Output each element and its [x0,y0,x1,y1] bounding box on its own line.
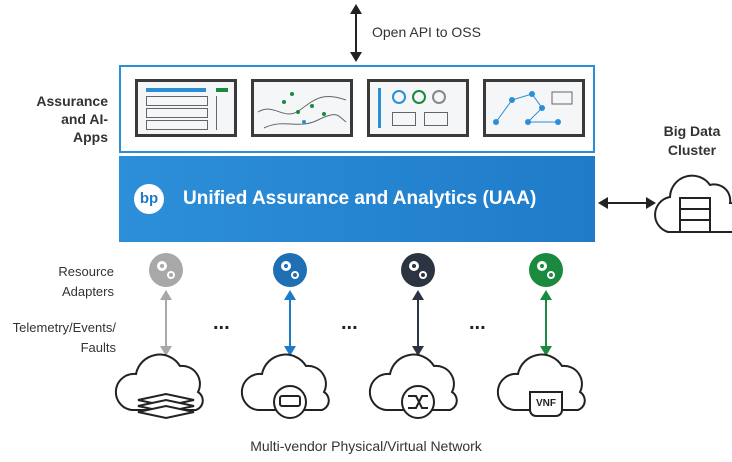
app-tile-table[interactable] [135,79,237,137]
telemetry-label: Telemetry/Events/ Faults [12,320,116,355]
ellipsis-1: ... [213,312,230,334]
gear-adapter-dark-icon [401,253,435,287]
uaa-bar: bp Unified Assurance and Analytics (UAA) [119,156,595,242]
bp-logo: bp [134,184,164,214]
app-tile-dashboard[interactable] [367,79,469,137]
uaa-title: Unified Assurance and Analytics (UAA) [183,188,537,209]
resource-adapters-label: Resource Adapters [58,264,114,299]
apps-panel [119,65,595,153]
network-cloud-1-icon [114,353,204,411]
gear-adapter-green-icon [529,253,563,287]
map-icon [257,92,347,129]
app-tile-topology[interactable] [483,79,585,137]
topology-icon [493,91,573,125]
ellipsis-2: ... [341,312,358,334]
network-cloud-4-icon [496,353,586,411]
big-data-label: Big Data Cluster [663,123,721,158]
app-tile-map[interactable] [251,79,353,137]
network-cloud-2-icon [240,353,330,411]
network-cloud-3-icon [368,353,458,411]
gear-adapter-blue-icon [273,253,307,287]
gear-adapter-gray-icon [149,253,183,287]
big-data-cloud-icon [654,174,732,233]
vnf-label: VNF [536,398,556,409]
ellipsis-3: ... [469,312,486,334]
open-api-label: Open API to OSS [372,24,481,40]
network-footer: Multi-vendor Physical/Virtual Network [250,438,482,454]
apps-label: Assurance and AI-Apps [36,93,108,145]
stack-icon [137,392,195,420]
